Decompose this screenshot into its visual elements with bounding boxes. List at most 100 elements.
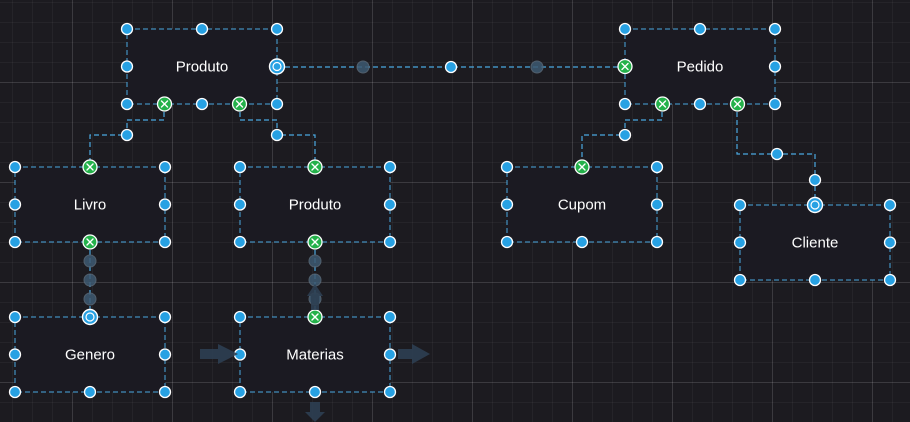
- resize-handle[interactable]: [233, 198, 247, 211]
- edge-handle-faded[interactable]: [83, 273, 97, 287]
- node-box[interactable]: [126, 28, 278, 105]
- resize-handle[interactable]: [383, 235, 397, 249]
- node-cupom[interactable]: Cupom: [500, 160, 664, 249]
- resize-handle[interactable]: [270, 97, 284, 111]
- resize-handle[interactable]: [768, 60, 782, 73]
- resize-handle[interactable]: [120, 22, 134, 36]
- connection-ok-pedido-l[interactable]: [617, 58, 633, 75]
- resize-handle[interactable]: [575, 235, 589, 249]
- arrow-up-icon[interactable]: [307, 284, 323, 310]
- node-pedido[interactable]: Pedido: [618, 22, 782, 111]
- node-box[interactable]: [239, 166, 391, 243]
- resize-handle[interactable]: [733, 236, 747, 249]
- resize-handle[interactable]: [233, 310, 247, 324]
- arrow-down-icon[interactable]: [305, 402, 325, 422]
- resize-handle[interactable]: [8, 198, 22, 211]
- connection-ok-pedido-b1[interactable]: [654, 96, 671, 112]
- resize-handle[interactable]: [8, 235, 22, 249]
- resize-handle[interactable]: [8, 348, 22, 361]
- node-box[interactable]: [624, 28, 776, 105]
- resize-handle[interactable]: [808, 273, 822, 287]
- resize-handle[interactable]: [383, 310, 397, 324]
- resize-handle[interactable]: [500, 198, 514, 211]
- resize-handle[interactable]: [158, 385, 172, 399]
- resize-handle[interactable]: [8, 160, 22, 174]
- edge-handle[interactable]: [120, 128, 134, 142]
- resize-handle[interactable]: [650, 235, 664, 249]
- edge-handle-faded[interactable]: [83, 292, 97, 306]
- arrow-right-icon[interactable]: [398, 344, 430, 364]
- resize-handle[interactable]: [158, 235, 172, 249]
- connection-target-genero-t[interactable]: [81, 308, 99, 326]
- resize-handle[interactable]: [500, 235, 514, 249]
- resize-handle[interactable]: [500, 160, 514, 174]
- node-produto-mid[interactable]: Produto: [233, 160, 397, 249]
- connection-ok-livro-t[interactable]: [82, 159, 98, 175]
- connection-ok-cupom-t[interactable]: [574, 159, 590, 175]
- resize-handle[interactable]: [308, 385, 322, 399]
- edge-handle[interactable]: [808, 173, 822, 187]
- resize-handle[interactable]: [233, 160, 247, 174]
- edge-pedido-to-cupom[interactable]: [581, 104, 663, 167]
- resize-handle[interactable]: [233, 235, 247, 249]
- resize-handle[interactable]: [650, 198, 664, 211]
- resize-handle[interactable]: [233, 385, 247, 399]
- connection-ok-pedido-b2[interactable]: [729, 96, 746, 112]
- edge-handle-faded[interactable]: [308, 254, 322, 268]
- arrow-left-icon[interactable]: [200, 344, 238, 364]
- edge-handle[interactable]: [444, 60, 458, 74]
- edge-produto-top-to-produto-mid[interactable]: [239, 104, 316, 167]
- resize-handle[interactable]: [618, 97, 632, 111]
- resize-handle[interactable]: [650, 160, 664, 174]
- connection-ok-produto-mid-b[interactable]: [307, 234, 323, 250]
- resize-handle[interactable]: [158, 160, 172, 174]
- resize-handle[interactable]: [120, 97, 134, 111]
- resize-handle[interactable]: [195, 97, 209, 111]
- resize-handle[interactable]: [158, 348, 172, 361]
- edge-handle[interactable]: [770, 147, 784, 161]
- resize-handle[interactable]: [733, 198, 747, 212]
- resize-handle[interactable]: [883, 198, 897, 212]
- connection-ok-produto-top-b1[interactable]: [156, 96, 173, 112]
- connection-ok-produto-mid-t[interactable]: [307, 159, 323, 175]
- resize-handle[interactable]: [693, 22, 707, 36]
- resize-handle[interactable]: [383, 160, 397, 174]
- resize-handle[interactable]: [733, 273, 747, 287]
- resize-handle[interactable]: [883, 273, 897, 287]
- connection-ok-materias-t[interactable]: [307, 309, 323, 325]
- connection-ok-livro-b[interactable]: [82, 234, 98, 250]
- node-livro[interactable]: Livro: [8, 160, 172, 249]
- edge-handle-faded[interactable]: [356, 60, 370, 74]
- resize-handle[interactable]: [195, 22, 209, 36]
- resize-handle[interactable]: [383, 348, 397, 361]
- resize-handle[interactable]: [768, 22, 782, 36]
- resize-handle[interactable]: [158, 198, 172, 211]
- edge-handle[interactable]: [270, 128, 284, 142]
- resize-handle[interactable]: [618, 22, 632, 36]
- connection-target-produto-top-r[interactable]: [268, 58, 286, 75]
- node-materias[interactable]: Materias: [233, 310, 397, 399]
- edge-handle-faded[interactable]: [83, 254, 97, 268]
- edge-handle[interactable]: [618, 128, 632, 142]
- resize-handle[interactable]: [158, 310, 172, 324]
- resize-handle[interactable]: [8, 310, 22, 324]
- connection-target-cliente-t[interactable]: [806, 196, 824, 214]
- node-genero[interactable]: Genero: [8, 310, 172, 399]
- connection-ok-produto-top-b2[interactable]: [231, 96, 248, 112]
- resize-handle[interactable]: [768, 97, 782, 111]
- resize-handle[interactable]: [883, 236, 897, 249]
- edge-produto-top-to-livro[interactable]: [89, 104, 165, 167]
- resize-handle[interactable]: [120, 60, 134, 73]
- node-box[interactable]: [14, 316, 166, 393]
- node-box[interactable]: [506, 166, 658, 243]
- resize-handle[interactable]: [383, 385, 397, 399]
- resize-handle[interactable]: [83, 385, 97, 399]
- resize-handle[interactable]: [383, 198, 397, 211]
- node-produto-top[interactable]: Produto: [120, 22, 284, 111]
- resize-handle[interactable]: [8, 385, 22, 399]
- resize-handle[interactable]: [270, 22, 284, 36]
- node-cliente[interactable]: Cliente: [733, 198, 897, 287]
- resize-handle[interactable]: [693, 97, 707, 111]
- edge-handle-faded[interactable]: [530, 60, 544, 74]
